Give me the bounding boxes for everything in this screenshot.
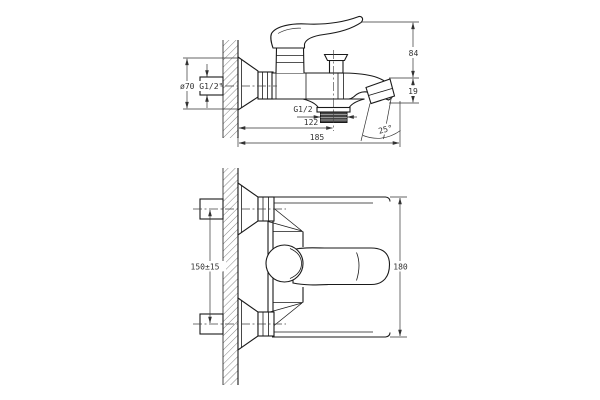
- side-view-dimensions: ø70 G1/2" 84 19 G1/2 122 185: [179, 21, 422, 147]
- dim-angle-label: 25°: [377, 123, 393, 135]
- side-view: ø70 G1/2" 84 19 G1/2 122 185: [179, 16, 422, 147]
- diverter-knob: [323, 53, 349, 74]
- dim-flange-label: ø70 G1/2": [180, 82, 223, 91]
- wall-section: [222, 40, 239, 138]
- escutcheon: [237, 55, 259, 112]
- cartridge-housing: [275, 47, 305, 74]
- dim-spacing-label: 150±15: [191, 263, 220, 272]
- plan-view: 150±15 180: [184, 168, 410, 385]
- wall-section: [222, 168, 239, 385]
- lever-handle: [270, 16, 364, 49]
- dim-length-label: 180: [393, 263, 408, 272]
- dim-height-label: 84: [409, 49, 419, 58]
- dim-thread-label: G1/2: [293, 105, 312, 114]
- connection-nut: [257, 71, 274, 100]
- handle-grip-edge: [356, 252, 360, 281]
- dim-drop-label: 19: [408, 87, 418, 96]
- escutcheon: [237, 181, 259, 352]
- spout-angle-dimension: 25°: [360, 96, 401, 147]
- dim-reach-label: 185: [310, 133, 325, 142]
- dim-center-label: 122: [304, 118, 319, 127]
- cartridge-dome: [265, 244, 304, 283]
- spout-aerator: [365, 78, 396, 105]
- angle-arc: [362, 130, 401, 139]
- lever-handle: [292, 247, 391, 286]
- plan-view-dimensions: 150±15 180: [184, 196, 410, 338]
